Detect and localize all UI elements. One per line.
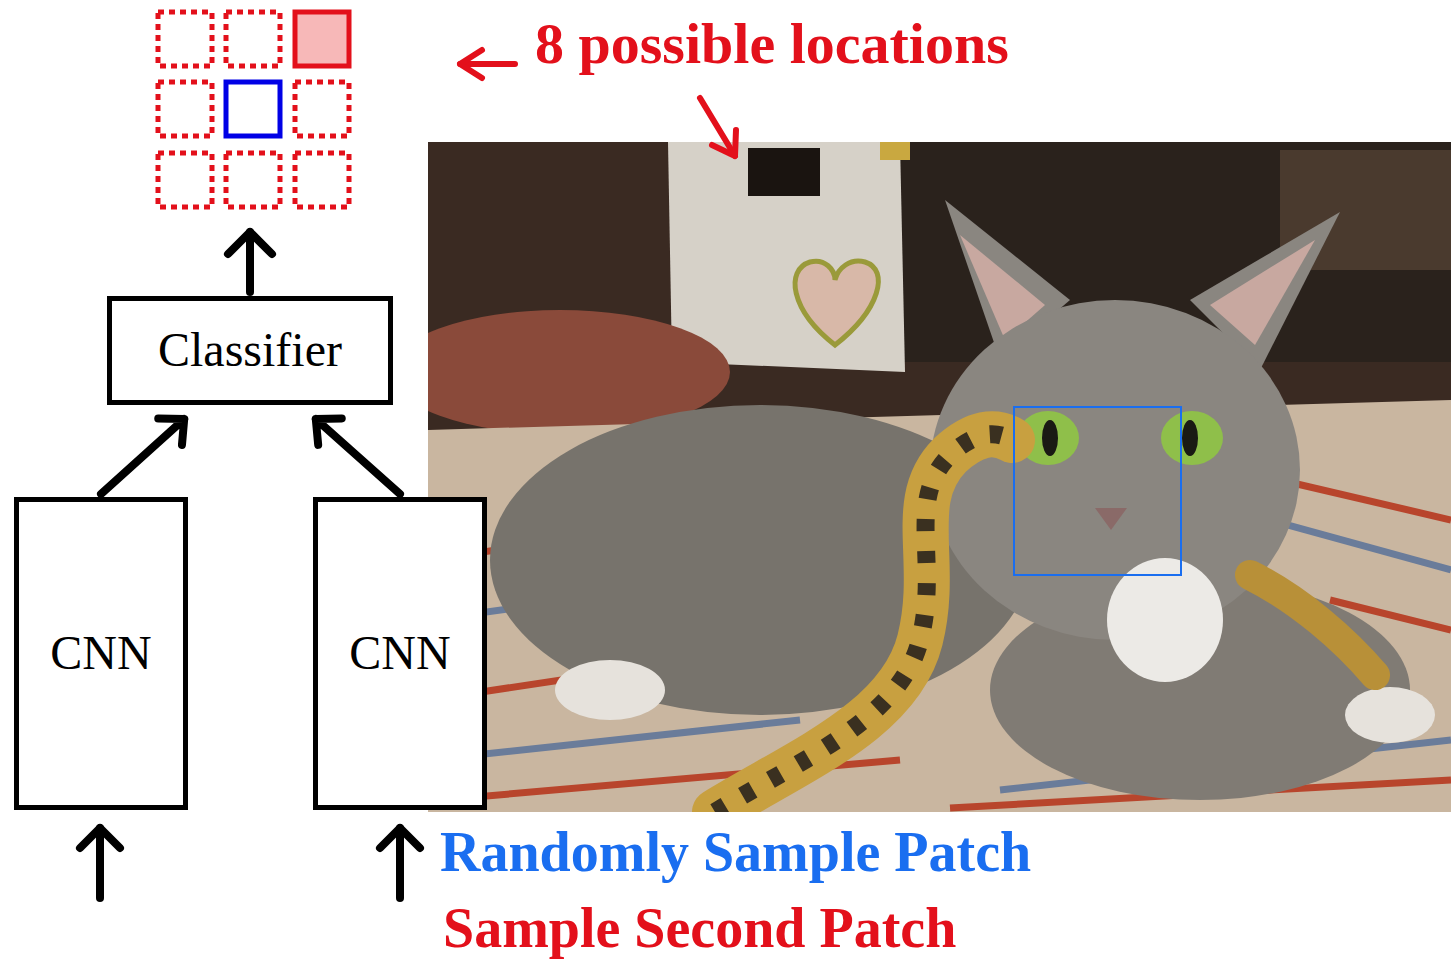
flow-arrow: [316, 418, 400, 494]
classifier-box: Classifier: [107, 296, 393, 405]
box-label: Classifier: [158, 324, 342, 377]
annotation-label: 8 possible locations: [535, 12, 1009, 76]
cnn-box: CNN: [14, 497, 188, 810]
annotation-label: Randomly Sample Patch: [440, 822, 1031, 884]
box-label: CNN: [50, 627, 151, 680]
annotation-label: Sample Second Patch: [443, 898, 956, 960]
arrow-line: [316, 418, 400, 494]
flow-arrow: [101, 419, 184, 494]
arrow-line: [101, 419, 184, 494]
box-label: CNN: [349, 627, 450, 680]
cnn-box: CNN: [313, 497, 487, 810]
